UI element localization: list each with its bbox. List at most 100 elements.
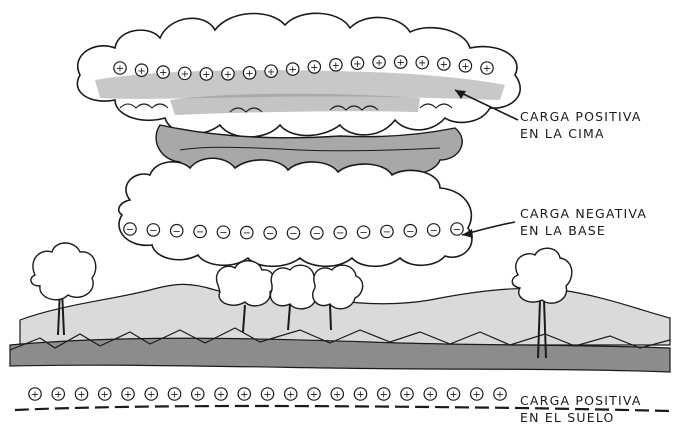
label-ground-positive-line1: CARGA POSITIVA — [520, 393, 642, 408]
label-top-positive: CARGA POSITIVA EN LA CIMA — [520, 108, 642, 142]
charge-top-symbol: + — [332, 60, 340, 71]
charge-top-symbol: + — [289, 65, 297, 76]
charge-top-symbol: + — [483, 64, 491, 75]
charge-top-circle — [156, 65, 170, 79]
charge-base-symbol: − — [383, 227, 391, 238]
charge-ground-circle — [214, 387, 228, 401]
charge-base-symbol: − — [243, 228, 251, 239]
charge-base-symbol: − — [406, 226, 414, 237]
charge-base-symbol: − — [266, 228, 274, 239]
charge-base-circle — [193, 224, 207, 239]
arrows — [454, 89, 519, 238]
charge-base-symbol: − — [173, 226, 181, 237]
charge-top-circle — [113, 61, 127, 75]
charge-ground-circle — [283, 387, 298, 401]
label-base-negative-line2: EN LA BASE — [520, 223, 606, 238]
charge-top-circle — [242, 65, 257, 80]
charge-top-circle — [177, 66, 192, 81]
charge-base-symbol: − — [196, 227, 204, 238]
charge-top-symbol: + — [310, 62, 318, 73]
charge-ground-circle — [51, 387, 66, 401]
charge-top-circle — [221, 66, 235, 81]
charge-ground-circle — [469, 387, 484, 401]
charge-base-circle — [216, 225, 231, 239]
charge-top-symbol: + — [375, 58, 383, 69]
charge-ground-circle — [167, 387, 182, 401]
ground — [9, 327, 671, 413]
charge-ground-symbol: + — [356, 390, 364, 401]
charge-ground-symbol: + — [31, 390, 39, 401]
charge-ground-circle — [423, 387, 438, 401]
charge-base-circle — [310, 226, 324, 240]
charge-base-symbol: − — [149, 225, 157, 236]
charge-top-symbol: + — [202, 70, 210, 81]
charge-ground-symbol: + — [240, 390, 248, 401]
tree-left — [30, 242, 97, 336]
charge-top-symbol: + — [461, 61, 469, 72]
charge-ground-circle — [353, 387, 368, 401]
charge-top-symbol: + — [418, 58, 426, 69]
charge-top-circle — [372, 55, 386, 70]
charge-base-symbol: − — [429, 225, 437, 236]
charge-ground-symbol: + — [473, 390, 481, 401]
charge-base-circle — [380, 224, 394, 239]
charge-top-circle — [307, 60, 322, 74]
charge-ground-symbol: + — [124, 390, 132, 401]
charge-top-circle — [480, 61, 494, 75]
charge-ground-circle — [446, 387, 461, 401]
charge-top-circle — [437, 57, 451, 71]
charge-top-symbol: + — [245, 68, 253, 79]
charge-top-symbol: + — [116, 64, 124, 75]
charge-ground-circle — [74, 387, 89, 401]
charge-top-circle — [199, 67, 214, 81]
charge-top-circle — [350, 56, 365, 71]
label-ground-positive: CARGA POSITIVA EN EL SUELO — [520, 392, 642, 426]
charge-base-circle — [146, 223, 161, 237]
charge-ground-symbol: + — [449, 390, 457, 401]
label-base-negative-line1: CARGA NEGATIVA — [520, 206, 648, 221]
charge-ground-circle — [144, 387, 159, 401]
upper-cloud — [76, 12, 521, 183]
charge-ground-circle — [237, 387, 252, 401]
charges-top: ++++++++++++++++++ — [113, 55, 494, 81]
label-top-positive-line1: CARGA POSITIVA — [520, 109, 642, 124]
charge-top-symbol: + — [396, 58, 404, 69]
charge-ground-circle — [400, 387, 414, 401]
charge-ground-symbol: + — [287, 390, 295, 401]
charge-top-symbol: + — [181, 69, 189, 80]
charge-top-symbol: + — [159, 68, 167, 79]
charge-ground-circle — [330, 387, 345, 401]
label-ground-positive-line2: EN EL SUELO — [520, 410, 615, 425]
charge-ground-circle — [97, 387, 112, 401]
charge-top-symbol: + — [137, 66, 145, 77]
tree-group-center — [215, 260, 364, 333]
lower-cloud — [118, 157, 473, 268]
charge-ground-circle — [260, 387, 275, 401]
charge-ground-symbol: + — [380, 390, 388, 401]
charge-ground-circle — [376, 387, 391, 401]
charge-base-circle — [123, 222, 137, 236]
trees — [30, 242, 573, 359]
charge-ground-symbol: + — [170, 390, 178, 401]
charge-ground-circle — [493, 387, 507, 401]
charges-ground: +++++++++++++++++++++ — [28, 387, 507, 401]
charge-ground-symbol: + — [263, 390, 271, 401]
charge-ground-symbol: + — [310, 390, 318, 401]
charge-ground-symbol: + — [101, 390, 109, 401]
charge-ground-symbol: + — [496, 390, 504, 401]
charge-base-symbol: − — [359, 228, 367, 239]
charge-top-circle — [264, 64, 278, 78]
charge-top-symbol: + — [267, 67, 275, 78]
charge-top-circle — [415, 55, 430, 70]
charge-top-circle — [285, 62, 300, 76]
charge-base-symbol: − — [289, 229, 297, 240]
charge-top-symbol: + — [353, 59, 361, 70]
charge-top-circle — [134, 63, 149, 77]
charge-ground-symbol: + — [333, 390, 341, 401]
charge-ground-circle — [190, 387, 205, 401]
charge-base-circle — [286, 226, 301, 240]
charge-ground-symbol: + — [147, 390, 155, 401]
charge-base-symbol: − — [219, 228, 227, 239]
charge-top-circle — [458, 59, 473, 73]
